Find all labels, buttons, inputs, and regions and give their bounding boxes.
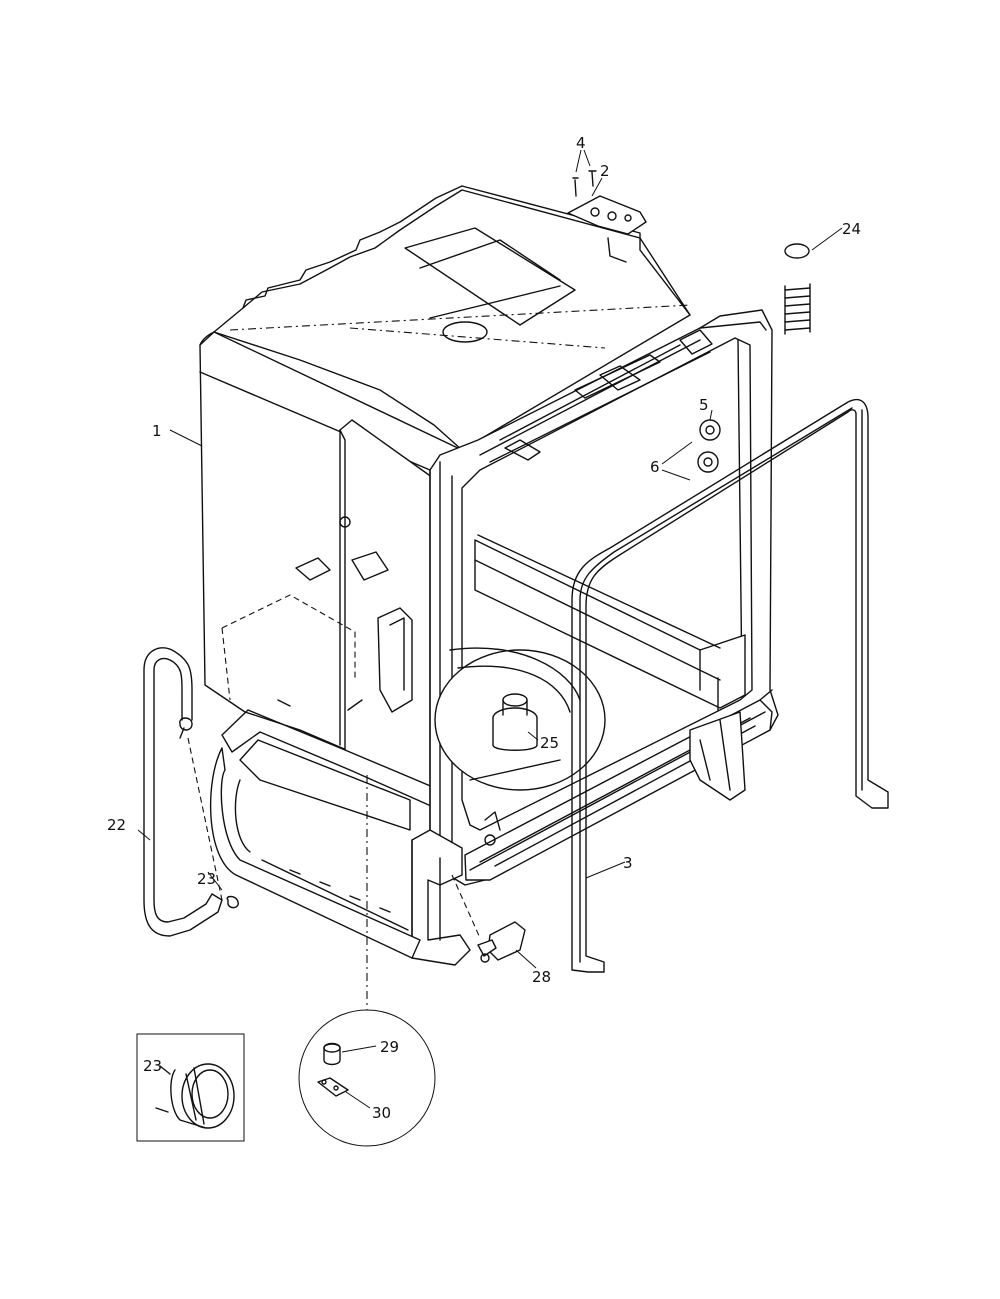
- door-gasket: [571, 398, 889, 973]
- callout-4: 4: [576, 134, 586, 152]
- switch-part: [477, 921, 526, 963]
- callout-23: 23: [197, 870, 216, 888]
- callout-1: 1: [152, 422, 162, 440]
- detail-box-clamp: [136, 1033, 245, 1142]
- leader-lines: [137, 149, 843, 1109]
- front-frame: [210, 309, 779, 966]
- callout-29: 29: [380, 1038, 399, 1056]
- callout-5: 5: [699, 396, 709, 414]
- callout-6: 6: [650, 458, 660, 476]
- tub-assembly: [199, 185, 691, 811]
- callout-23-detail: 23: [143, 1057, 162, 1075]
- callout-24: 24: [842, 220, 861, 238]
- spring-part: [784, 243, 811, 335]
- top-bracket: [567, 170, 647, 235]
- callout-labels: 1 2 3 4 5 6 22 23 24 25 28 29 30 23: [107, 134, 861, 1122]
- callout-3: 3: [623, 854, 633, 872]
- detail-circle-fasteners: [298, 1009, 436, 1147]
- clamp-leader: [187, 737, 223, 901]
- callout-25: 25: [540, 734, 559, 752]
- callout-22: 22: [107, 816, 126, 834]
- clamp-small: [179, 717, 239, 909]
- callout-28: 28: [532, 968, 551, 986]
- nuts-part: [697, 419, 721, 473]
- drain-hose: [143, 647, 223, 937]
- switch-leader: [451, 874, 481, 939]
- callout-30: 30: [372, 1104, 391, 1122]
- callout-2: 2: [600, 162, 610, 180]
